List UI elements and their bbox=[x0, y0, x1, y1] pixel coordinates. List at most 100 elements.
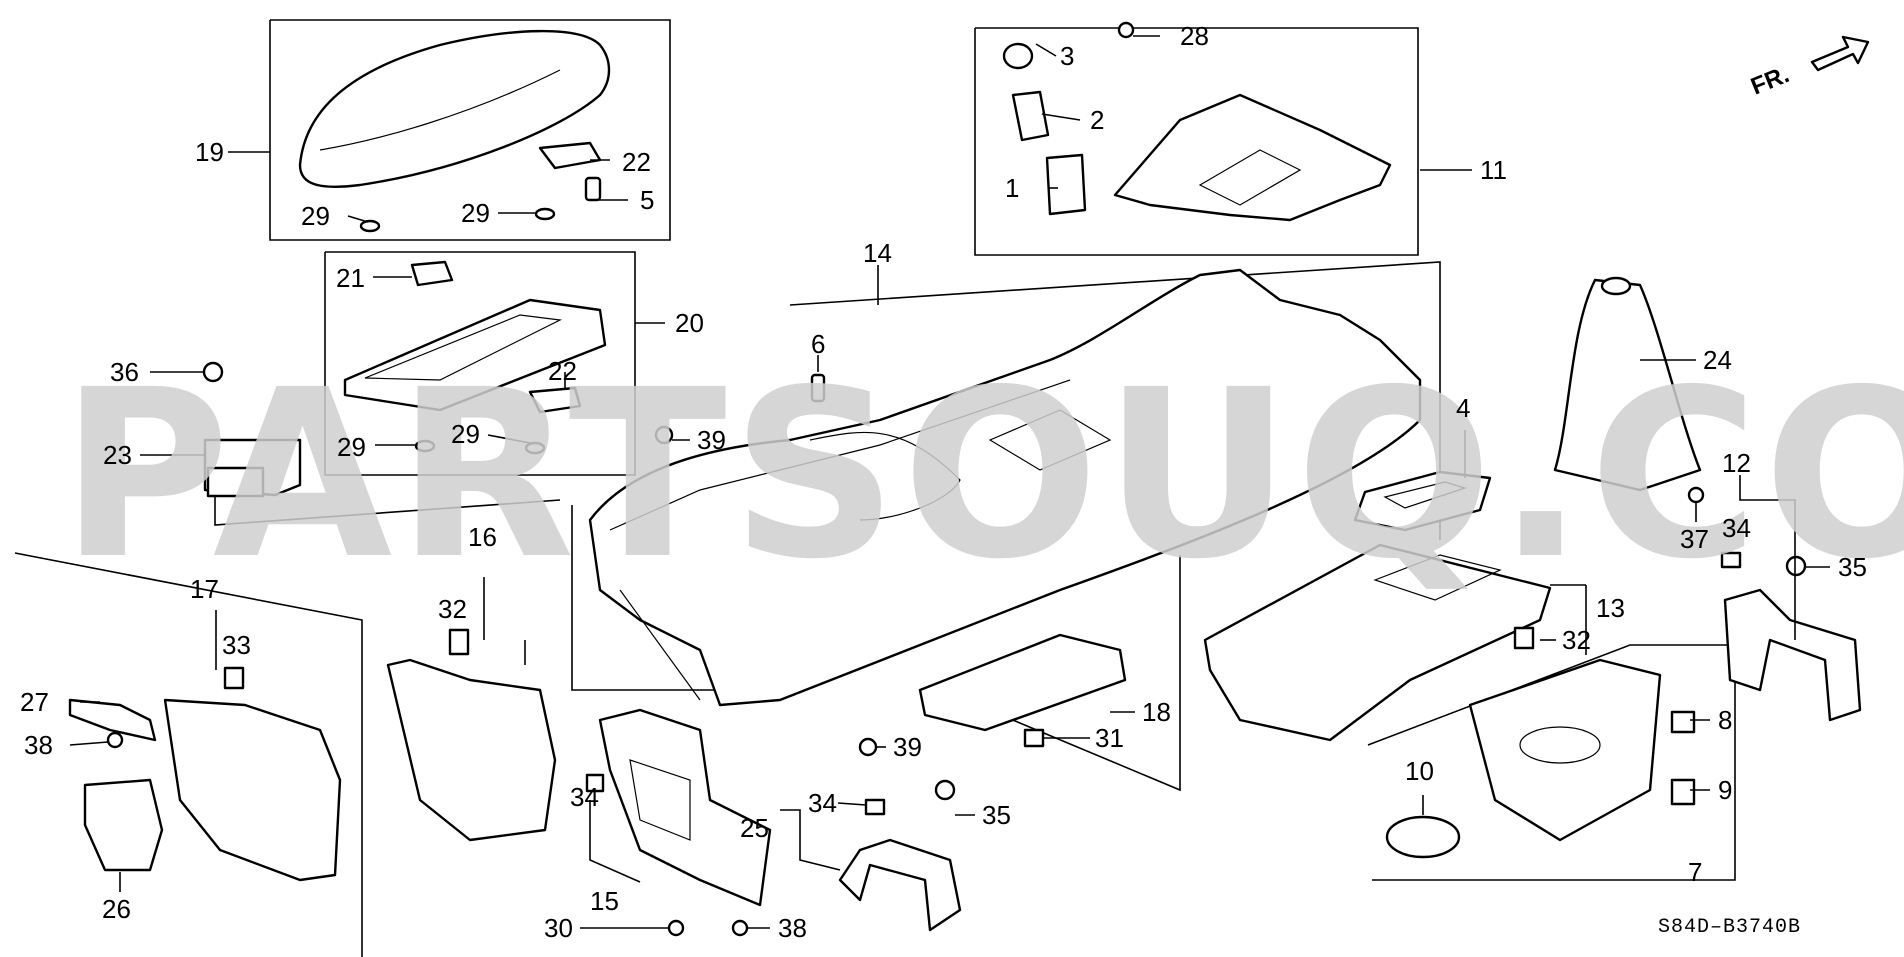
callout-12: 12 bbox=[1722, 448, 1751, 478]
callout-39-a: 39 bbox=[697, 425, 726, 455]
callout-8: 8 bbox=[1718, 705, 1732, 735]
callout-15: 15 bbox=[590, 886, 619, 916]
shift-trim-opening bbox=[1383, 481, 1467, 509]
callout-34-c: 34 bbox=[570, 782, 599, 812]
clip-33 bbox=[223, 666, 245, 690]
console-cup-opening bbox=[988, 409, 1112, 471]
screw-29-d bbox=[524, 441, 546, 455]
callout-22-upper: 22 bbox=[622, 147, 651, 177]
callout-25: 25 bbox=[740, 813, 769, 843]
screw-28 bbox=[1117, 21, 1135, 39]
indicator-window bbox=[1373, 554, 1502, 601]
bolt-6 bbox=[810, 373, 826, 403]
armrest-lid bbox=[298, 29, 611, 188]
shift-trim-ring bbox=[1353, 470, 1492, 532]
callout-26: 26 bbox=[102, 894, 131, 924]
screw-38-a bbox=[106, 731, 124, 749]
callout-39-b: 39 bbox=[893, 732, 922, 762]
bracket-window bbox=[629, 759, 691, 841]
front-label: FR. bbox=[1747, 61, 1793, 101]
tray-inner bbox=[364, 314, 563, 381]
console-upper-edge bbox=[609, 379, 1071, 531]
callout-19: 19 bbox=[195, 137, 224, 167]
shift-panel-frame bbox=[974, 27, 1419, 256]
callout-20: 20 bbox=[675, 308, 704, 338]
armrest-frame bbox=[269, 19, 671, 241]
center-console-body bbox=[588, 268, 1422, 707]
clip-32-a bbox=[448, 628, 470, 656]
callout-10: 10 bbox=[1405, 756, 1434, 786]
cup-holder bbox=[1468, 658, 1662, 842]
callout-34-a: 34 bbox=[1722, 513, 1751, 543]
power-socket bbox=[1045, 153, 1087, 216]
callout-16: 16 bbox=[468, 522, 497, 552]
screw-39-b bbox=[654, 425, 674, 445]
armrest-hinge-upper bbox=[538, 141, 602, 170]
callout-27: 27 bbox=[20, 687, 49, 717]
callout-29-d: 29 bbox=[451, 419, 480, 449]
armrest-bracket-latch bbox=[206, 466, 265, 498]
callout-33: 33 bbox=[222, 630, 251, 660]
callout-7: 7 bbox=[1688, 857, 1702, 887]
leader-lines bbox=[69, 35, 1830, 929]
callout-18: 18 bbox=[1142, 697, 1171, 727]
watermark-text: PARTSOUQ.COM bbox=[60, 340, 1904, 610]
callout-24: 24 bbox=[1703, 345, 1732, 375]
callout-28: 28 bbox=[1180, 21, 1209, 51]
bolt-5 bbox=[584, 176, 602, 202]
callout-22-lower: 22 bbox=[548, 356, 577, 386]
callout-9: 9 bbox=[1718, 775, 1732, 805]
armrest-seam bbox=[319, 69, 561, 151]
callout-35-b: 35 bbox=[982, 800, 1011, 830]
socket-sleeve bbox=[1011, 90, 1050, 142]
callout-30: 30 bbox=[544, 913, 573, 943]
screw-30 bbox=[667, 919, 685, 937]
console-tray bbox=[343, 298, 607, 412]
parts bbox=[68, 21, 1862, 937]
callout-1: 1 bbox=[1005, 173, 1019, 203]
callout-13: 13 bbox=[1596, 593, 1625, 623]
clip-34-b bbox=[864, 798, 886, 816]
console-side-crease bbox=[619, 589, 701, 701]
rear-side-panel bbox=[386, 658, 557, 842]
callout-29-c: 29 bbox=[337, 432, 366, 462]
clip-31 bbox=[1023, 728, 1045, 748]
shift-panel-opening bbox=[1198, 149, 1302, 206]
front-direction-arrow: FR. bbox=[1747, 35, 1870, 101]
callout-32-b: 32 bbox=[1562, 625, 1591, 655]
clip-8 bbox=[1670, 710, 1696, 734]
callout-29-b: 29 bbox=[461, 198, 490, 228]
callout-4: 4 bbox=[1456, 393, 1470, 423]
callout-37: 37 bbox=[1680, 524, 1709, 554]
shift-boot-collar bbox=[1600, 276, 1632, 296]
callout-17: 17 bbox=[190, 574, 219, 604]
diagram-code: S84D–B3740B bbox=[1658, 916, 1801, 939]
callout-38-a: 38 bbox=[24, 730, 53, 760]
shift-panel bbox=[1113, 93, 1392, 222]
screw-29-b bbox=[534, 207, 556, 221]
callout-34-b: 34 bbox=[808, 788, 837, 818]
front-arrow-icon bbox=[1810, 35, 1870, 72]
clip-34-c bbox=[585, 773, 605, 793]
callout-23: 23 bbox=[103, 440, 132, 470]
callout-2: 2 bbox=[1090, 105, 1104, 135]
cup-holder-well bbox=[1519, 726, 1601, 764]
callout-38-b: 38 bbox=[778, 913, 807, 943]
callout-31: 31 bbox=[1095, 723, 1124, 753]
rear-ashtray bbox=[83, 778, 164, 872]
clip-34-a bbox=[1720, 551, 1742, 569]
shift-boot bbox=[1553, 278, 1702, 492]
rear-panel-frame bbox=[14, 552, 363, 957]
shift-indicator-panel bbox=[1203, 543, 1552, 742]
callout-11: 11 bbox=[1480, 155, 1507, 185]
tray-pad bbox=[410, 260, 454, 287]
callout-36: 36 bbox=[110, 357, 139, 387]
bolt-35-a bbox=[1785, 555, 1807, 577]
console-bracket-front bbox=[1723, 588, 1862, 722]
clip-32-b bbox=[1513, 626, 1535, 650]
trim-strip bbox=[68, 698, 157, 742]
console-frame-top bbox=[789, 261, 1441, 540]
callout-29-a: 29 bbox=[301, 201, 330, 231]
screw-29-c bbox=[414, 439, 436, 453]
storage-lid bbox=[918, 633, 1127, 732]
